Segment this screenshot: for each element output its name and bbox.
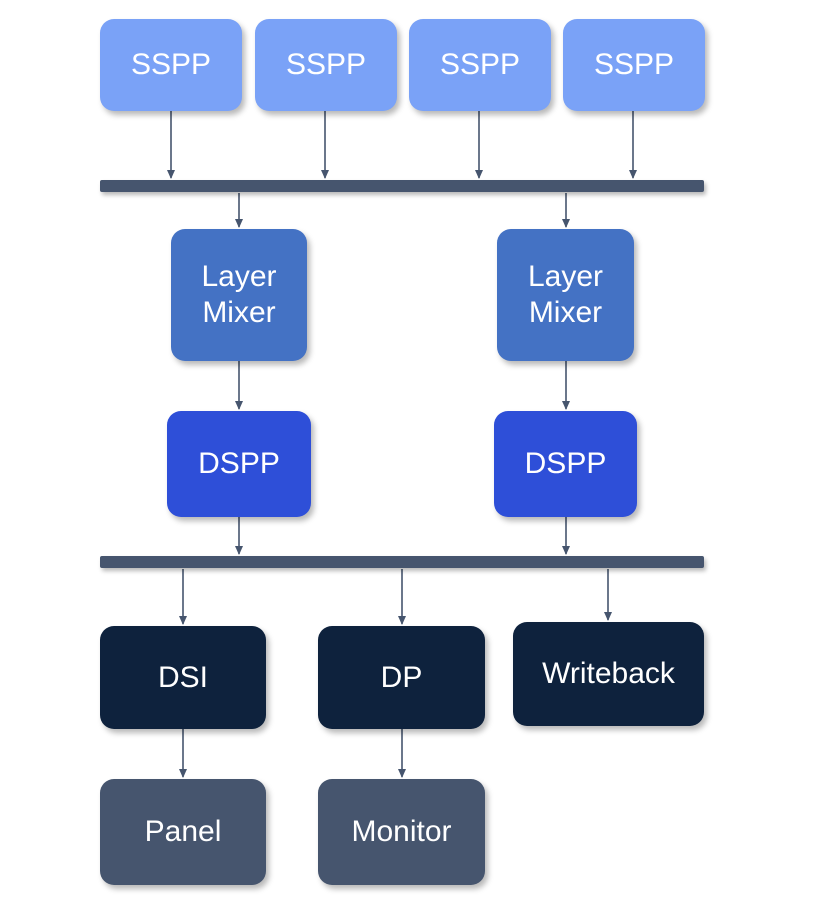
dsi-interface: DSI	[100, 626, 266, 729]
dspp-block-2: DSPP	[494, 411, 637, 517]
dspp-block-1: DSPP	[167, 411, 311, 517]
dp-interface: DP	[318, 626, 485, 729]
layer-mixer-1: Layer Mixer	[171, 229, 307, 361]
bottom-bus	[100, 556, 704, 568]
top-bus	[100, 180, 704, 192]
monitor-output: Monitor	[318, 779, 485, 885]
sspp-block-1: SSPP	[100, 19, 242, 111]
sspp-block-2: SSPP	[255, 19, 397, 111]
sspp-block-3: SSPP	[409, 19, 551, 111]
writeback-interface: Writeback	[513, 622, 704, 726]
sspp-block-4: SSPP	[563, 19, 705, 111]
panel-output: Panel	[100, 779, 266, 885]
layer-mixer-2: Layer Mixer	[497, 229, 634, 361]
